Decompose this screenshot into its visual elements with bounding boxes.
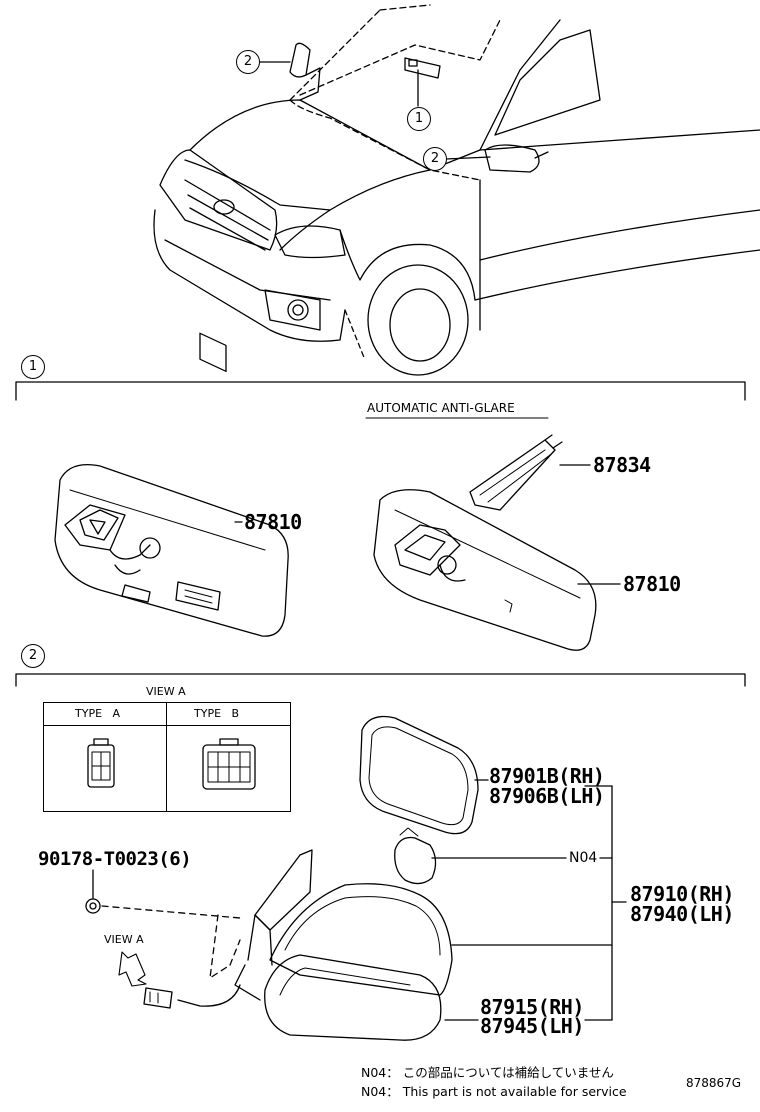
- part-87834: 87834: [593, 453, 651, 477]
- view-a-arrow-label: VIEW A: [104, 933, 144, 946]
- view-a-table-title: VIEW A: [146, 685, 186, 698]
- connector-type-b: [202, 738, 256, 790]
- outer-mirror-assembly: [85, 715, 479, 1041]
- view-a-table: TYPE A TYPE B: [43, 702, 291, 812]
- callout-1: 1: [407, 107, 431, 131]
- section1-divider: [15, 381, 746, 401]
- inner-mirror-left: [54, 463, 289, 637]
- note-jp: N04： この部品については補給していません: [361, 1065, 614, 1080]
- section1-marker: 1: [21, 355, 45, 379]
- view-a-table-divider: [166, 703, 167, 811]
- view-a-table-header: [44, 703, 290, 726]
- section2-divider: [15, 673, 746, 687]
- inner-mirror-right: [373, 434, 597, 651]
- callout-2-side: 2: [423, 147, 447, 171]
- note-en: N04： This part is not available for serv…: [361, 1084, 627, 1099]
- view-a-arrow: [118, 951, 147, 987]
- part-90178: 90178-T0023(6): [38, 848, 192, 870]
- figure-code: 878867G: [686, 1076, 742, 1090]
- connector-type-a: [87, 738, 115, 788]
- type-b-label: TYPE B: [194, 707, 240, 720]
- type-a-label: TYPE A: [75, 707, 121, 720]
- part-87810-right: 87810: [623, 572, 681, 596]
- part-87901b-rh: 87901B(RH): [489, 764, 605, 788]
- n04-label: N04: [569, 850, 598, 866]
- part-87906b-lh: 87906B(LH): [489, 784, 605, 808]
- part-87940-lh: 87940(LH): [630, 902, 734, 926]
- part-87910-rh: 87910(RH): [630, 882, 734, 906]
- section1-subtitle: AUTOMATIC ANTI-GLARE: [367, 401, 515, 415]
- part-87945-lh: 87945(LH): [480, 1014, 584, 1038]
- part-87915-rh: 87915(RH): [480, 995, 584, 1019]
- callout-2-top: 2: [236, 50, 260, 74]
- vehicle-drawing: [153, 4, 760, 376]
- section2-marker: 2: [21, 644, 45, 668]
- part-87810-left: 87810: [244, 510, 302, 534]
